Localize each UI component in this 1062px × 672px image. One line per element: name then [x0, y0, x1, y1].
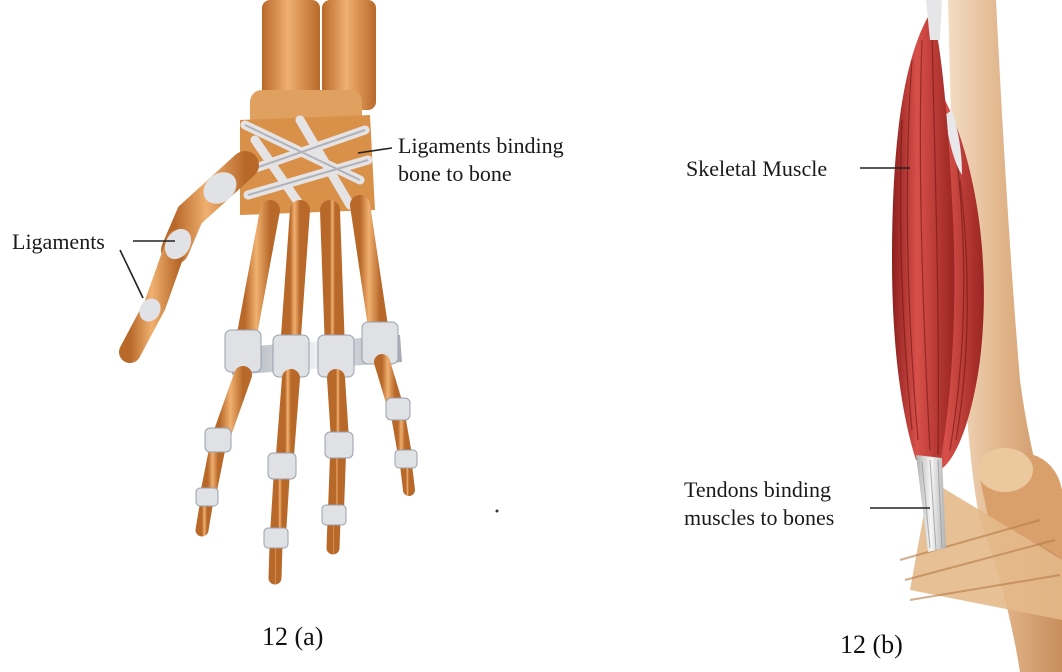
muscle-illustration: [600, 0, 1062, 672]
skeletal-muscle: [892, 0, 954, 462]
hand-figure: Ligaments Ligaments binding bone to bone…: [0, 0, 560, 672]
label-tendons-binding-line2: muscles to bones: [684, 504, 834, 532]
muscle-figure: Skeletal Muscle Tendons binding muscles …: [600, 0, 1062, 672]
forearm-bones: [250, 0, 376, 130]
thumb: [130, 165, 245, 352]
label-tendons-binding: Tendons binding muscles to bones: [684, 476, 834, 531]
metacarpals: [245, 205, 380, 350]
knuckle-ligament: [225, 322, 402, 377]
caption-a: 12 (a): [262, 622, 323, 652]
hand-illustration: [0, 0, 560, 672]
caption-b: 12 (b): [840, 630, 903, 660]
fingers: [196, 362, 417, 578]
label-ligaments-binding: Ligaments binding bone to bone: [398, 132, 564, 187]
label-ligaments: Ligaments: [12, 228, 105, 256]
label-tendons-binding-line1: Tendons binding: [684, 476, 834, 504]
label-skeletal-muscle: Skeletal Muscle: [686, 155, 827, 183]
stray-dot: [496, 510, 499, 513]
label-ligaments-binding-line2: bone to bone: [398, 160, 564, 188]
label-ligaments-binding-line1: Ligaments binding: [398, 132, 564, 160]
